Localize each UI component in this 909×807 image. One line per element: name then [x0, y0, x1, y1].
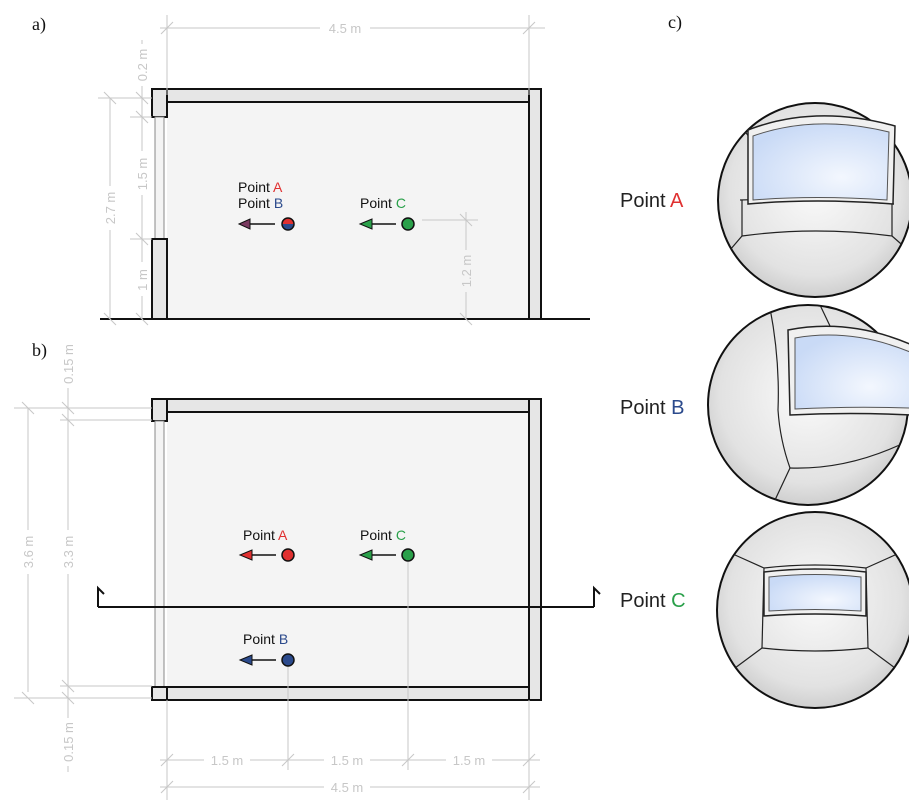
panel-label-b: b)	[32, 340, 47, 361]
dim-b-width-label: 4.5 m	[331, 780, 364, 795]
dim-a-window-label: 1.5 m	[135, 158, 150, 191]
plan-b-right-wall	[528, 398, 542, 701]
dim-b-bottom-wall-label: 0.15 m	[61, 722, 76, 762]
fisheye-a-window-glass	[752, 123, 890, 201]
views-c-label-a: Point A	[620, 190, 684, 212]
section-a-left-wall-bottom	[151, 238, 168, 320]
plan-b-point-b-label: Point B	[243, 631, 288, 647]
fisheye-view-b	[707, 304, 909, 506]
section-a-arrow-ab-head	[237, 218, 251, 230]
dim-b-top-wall-label: 0.15 m	[61, 344, 76, 384]
plan-b-arrow-c-head	[358, 549, 373, 561]
section-a-point-b-label: Point B	[238, 195, 283, 211]
section-a-point-c-label: Point C	[360, 195, 406, 211]
dim-b-inner-label: 3.3 m	[61, 536, 76, 569]
dim-a-top-wall-label: 0.2 m	[135, 49, 150, 82]
plan-b-point-b-marker	[281, 653, 295, 667]
plan-b-left-wall-top	[151, 398, 168, 422]
plan-b-top-wall	[151, 398, 542, 413]
section-a-room	[167, 102, 529, 319]
plan-b-point-a-marker	[281, 548, 295, 562]
plan-b: 0.15 m 3.3 m 3.6 m 0.15 m 1.5 m 1.5 m 1.…	[14, 340, 601, 800]
plan-b-point-c-marker	[401, 548, 415, 562]
section-cut-line	[97, 585, 601, 608]
views-c: Point A Point B Point C	[620, 102, 909, 709]
fisheye-view-a	[717, 102, 909, 298]
fisheye-view-c	[716, 511, 909, 709]
section-a-point-a-label: Point A	[238, 179, 283, 195]
plan-b-point-a-label: Point A	[243, 527, 288, 543]
plan-b-point-c-label: Point C	[360, 527, 406, 543]
plan-b-bottom-wall	[151, 686, 542, 701]
dim-b-total-label: 3.6 m	[21, 536, 36, 569]
dim-a-sill-label: 1 m	[135, 269, 150, 291]
section-a-point-c-marker	[401, 217, 415, 231]
section-a-right-wall	[528, 88, 542, 320]
dim-b-seg2-label: 1.5 m	[331, 753, 364, 768]
views-c-label-c: Point C	[620, 590, 686, 612]
section-a-ceiling	[151, 88, 542, 103]
panel-label-c: c)	[668, 12, 682, 33]
dim-b-seg3-label: 1.5 m	[453, 753, 486, 768]
dim-a-total-label: 2.7 m	[103, 192, 118, 225]
dim-a-width-label: 4.5 m	[329, 21, 362, 36]
section-a-window	[154, 116, 165, 240]
plan-b-arrow-b-head	[238, 654, 253, 666]
plan-b-left-wall-bottom	[151, 686, 168, 701]
section-a: 4.5 m 0.2 m 1.5 m 1 m 2.7 m	[98, 15, 590, 326]
section-a-left-wall-top	[151, 88, 168, 118]
dim-b-seg1-label: 1.5 m	[211, 753, 244, 768]
plan-b-left-window	[154, 420, 165, 688]
views-c-label-b: Point B	[620, 397, 685, 419]
fisheye-c-window-glass	[768, 574, 862, 612]
plan-b-room	[167, 412, 529, 687]
section-a-arrow-c-head	[358, 218, 373, 230]
fisheye-b-window-glass	[794, 334, 909, 410]
panel-label-a: a)	[32, 14, 46, 35]
plan-b-arrow-a-head	[238, 549, 253, 561]
section-a-point-ab-marker	[281, 217, 295, 231]
dim-a-eye-label: 1.2 m	[459, 255, 474, 288]
